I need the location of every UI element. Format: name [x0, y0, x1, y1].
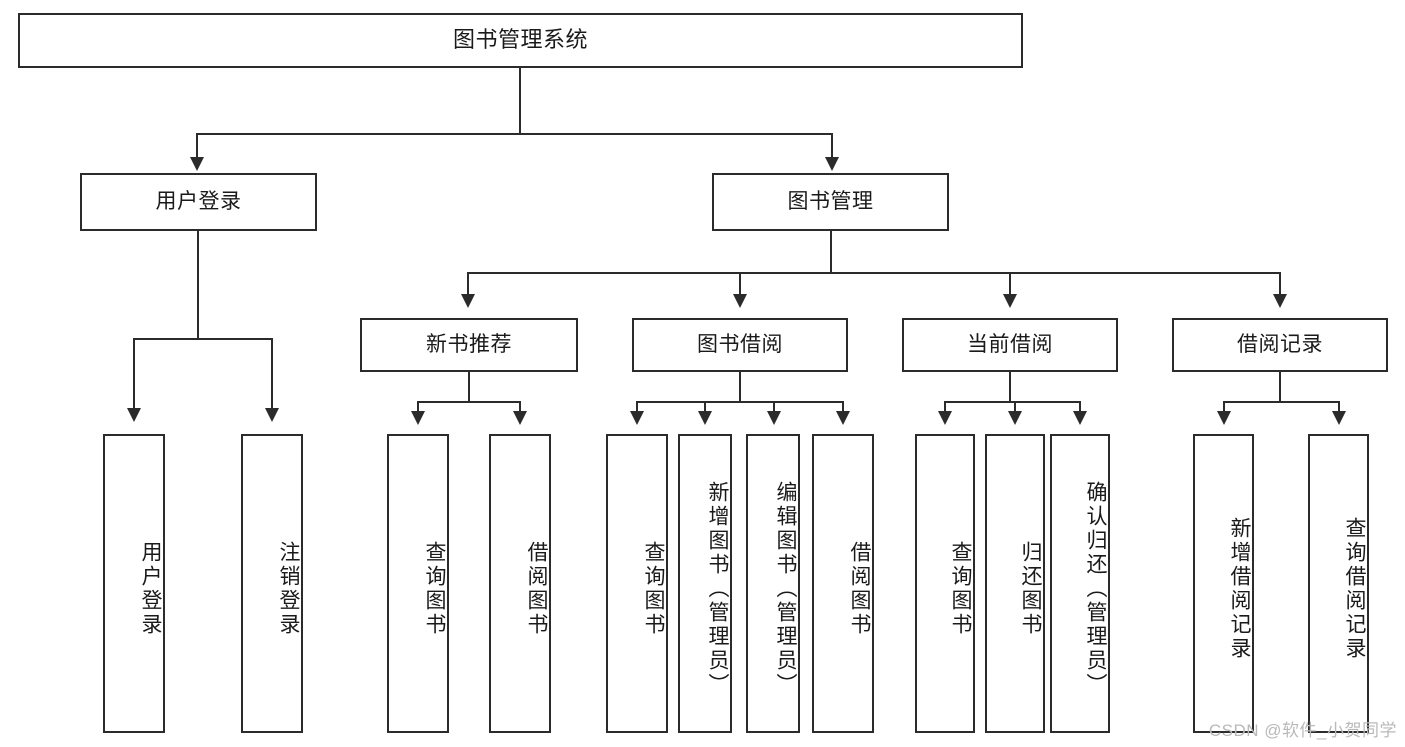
- edge-to-current-borrow: [1009, 272, 1011, 296]
- leaf-node-edit-book[interactable]: 编辑图书（管理员）: [746, 434, 800, 733]
- edge-user-login-bus: [133, 338, 273, 340]
- node-label: 借阅图书: [848, 540, 871, 637]
- leaf-node-query-book-1[interactable]: 查询图书: [387, 434, 449, 733]
- arrow-down-icon-leaf-add-book: [698, 411, 712, 425]
- node-label: 图书管理系统: [452, 27, 588, 53]
- edge-root-to-user-login: [196, 133, 198, 159]
- arrow-down-icon-user-login: [190, 157, 204, 171]
- arrow-down-icon-leaf-user-login: [127, 408, 141, 422]
- edge-to-leaf-logout: [271, 338, 273, 410]
- edge-to-leaf-query-book-3: [944, 401, 946, 413]
- node-new-book-recommend[interactable]: 新书推荐: [360, 318, 578, 372]
- arrow-down-icon-leaf-query-book-3: [938, 411, 952, 425]
- edge-to-leaf-add-record: [1223, 401, 1225, 413]
- edge-to-leaf-query-record: [1338, 401, 1340, 413]
- edge-to-new-book-recommend: [467, 272, 469, 296]
- leaf-node-add-book[interactable]: 新增图书（管理员）: [678, 434, 732, 733]
- edge-to-leaf-borrow-book-2: [842, 401, 844, 413]
- edge-new-book-recommend-bus: [417, 401, 521, 403]
- arrow-down-icon-leaf-query-book-2: [630, 411, 644, 425]
- edge-to-leaf-user-login: [133, 338, 135, 410]
- edge-borrow-record-bus: [1223, 401, 1339, 403]
- leaf-node-return-book[interactable]: 归还图书: [985, 434, 1045, 733]
- edge-root-stem: [519, 68, 521, 134]
- edge-to-leaf-query-book-2: [636, 401, 638, 413]
- leaf-node-query-book-2[interactable]: 查询图书: [606, 434, 668, 733]
- node-label: 图书管理: [787, 190, 874, 214]
- arrow-down-icon-leaf-logout: [265, 408, 279, 422]
- node-label: 查询图书: [423, 540, 446, 637]
- node-label: 借阅记录: [1237, 333, 1323, 357]
- arrow-down-icon-leaf-query-book-1: [411, 411, 425, 425]
- arrow-down-icon-leaf-borrow-book-1: [513, 411, 527, 425]
- edge-to-leaf-confirm-return: [1079, 401, 1081, 413]
- leaf-node-confirm-return[interactable]: 确认归还（管理员）: [1050, 434, 1110, 733]
- edge-to-leaf-borrow-book-1: [519, 401, 521, 413]
- arrow-down-icon-book-manage: [825, 157, 839, 171]
- node-label: 用户登录: [139, 540, 162, 637]
- csdn-watermark: CSDN @软件_小贺同学: [1208, 721, 1397, 740]
- edge-book-manage-bus: [467, 272, 1279, 274]
- node-label: 查询图书: [949, 540, 972, 637]
- edge-root-bus: [196, 133, 833, 135]
- node-label: 新增借阅记录: [1228, 516, 1251, 661]
- leaf-node-add-record[interactable]: 新增借阅记录: [1193, 434, 1254, 733]
- node-current-borrow[interactable]: 当前借阅: [902, 318, 1118, 372]
- node-label: 借阅图书: [525, 540, 548, 637]
- arrow-down-icon-leaf-confirm-return: [1073, 411, 1087, 425]
- edge-user-login-stem: [197, 231, 199, 339]
- edge-book-manage-stem: [830, 231, 832, 273]
- edge-book-borrow-bus: [636, 401, 844, 403]
- edge-to-leaf-edit-book: [773, 401, 775, 413]
- arrow-down-icon-book-borrow: [733, 294, 747, 308]
- leaf-node-logout[interactable]: 注销登录: [241, 434, 303, 733]
- node-label: 查询图书: [642, 540, 665, 637]
- edge-borrow-record-stem: [1279, 372, 1281, 402]
- edge-book-borrow-stem: [739, 372, 741, 402]
- edge-to-leaf-query-book-1: [417, 401, 419, 413]
- edge-to-leaf-return-book: [1014, 401, 1016, 413]
- node-label: 归还图书: [1019, 540, 1042, 637]
- arrow-down-icon-leaf-add-record: [1217, 411, 1231, 425]
- edge-root-to-book-manage: [831, 133, 833, 159]
- arrow-down-icon-borrow-record: [1273, 294, 1287, 308]
- arrow-down-icon-leaf-return-book: [1008, 411, 1022, 425]
- node-label: 当前借阅: [967, 333, 1053, 357]
- leaf-node-query-book-3[interactable]: 查询图书: [915, 434, 975, 733]
- node-user-login[interactable]: 用户登录: [80, 173, 317, 231]
- node-label: 查询借阅记录: [1343, 516, 1366, 661]
- edge-new-book-recommend-stem: [468, 372, 470, 402]
- edge-current-borrow-bus: [944, 401, 1080, 403]
- arrow-down-icon-current-borrow: [1003, 294, 1017, 308]
- arrow-down-icon-new-book-recommend: [461, 294, 475, 308]
- arrow-down-icon-leaf-edit-book: [767, 411, 781, 425]
- node-label: 新书推荐: [426, 333, 512, 357]
- node-label: 图书借阅: [697, 333, 783, 357]
- edge-to-book-borrow: [739, 272, 741, 296]
- arrow-down-icon-leaf-borrow-book-2: [836, 411, 850, 425]
- node-label: 用户登录: [155, 190, 242, 214]
- leaf-node-borrow-book-2[interactable]: 借阅图书: [812, 434, 874, 733]
- node-label: 确认归还（管理员）: [1084, 480, 1107, 697]
- edge-to-leaf-add-book: [704, 401, 706, 413]
- node-book-borrow[interactable]: 图书借阅: [632, 318, 848, 372]
- arrow-down-icon-leaf-query-record: [1332, 411, 1346, 425]
- leaf-node-query-record[interactable]: 查询借阅记录: [1308, 434, 1369, 733]
- node-borrow-record[interactable]: 借阅记录: [1172, 318, 1388, 372]
- node-label: 注销登录: [277, 540, 300, 637]
- edge-to-borrow-record: [1279, 272, 1281, 296]
- node-label: 新增图书（管理员）: [706, 480, 729, 697]
- node-label: 编辑图书（管理员）: [774, 480, 797, 697]
- node-root-book-management-system[interactable]: 图书管理系统: [18, 13, 1023, 68]
- node-book-manage[interactable]: 图书管理: [712, 173, 949, 231]
- leaf-node-borrow-book-1[interactable]: 借阅图书: [489, 434, 551, 733]
- leaf-node-user-login[interactable]: 用户登录: [103, 434, 165, 733]
- edge-current-borrow-stem: [1009, 372, 1011, 402]
